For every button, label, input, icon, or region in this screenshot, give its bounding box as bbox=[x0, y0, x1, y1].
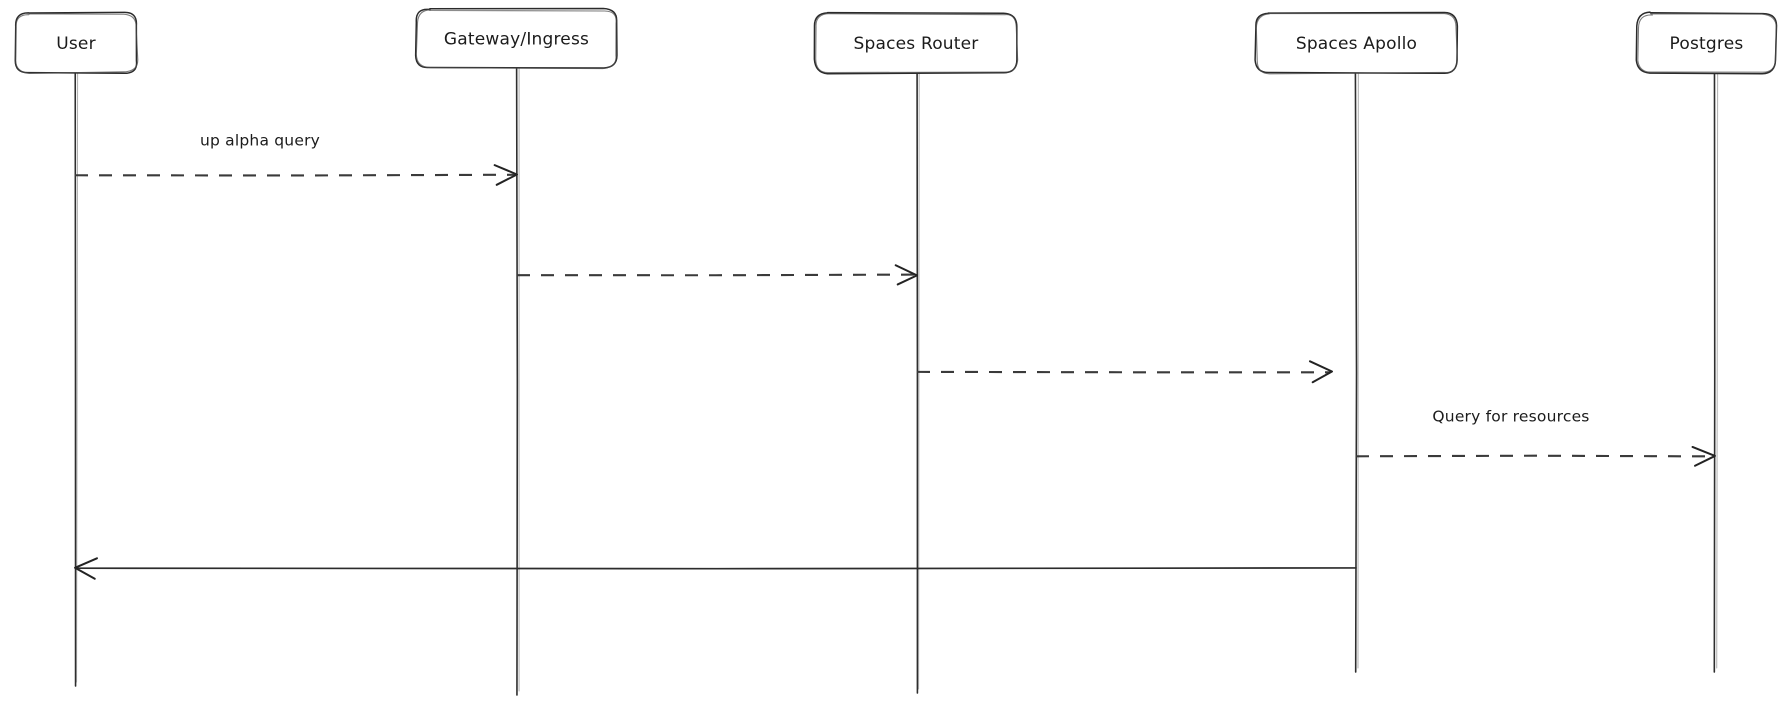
messages-layer bbox=[74, 164, 1716, 580]
lifeline-apollo bbox=[1354, 72, 1359, 673]
lifeline-sketch-echo bbox=[918, 72, 920, 690]
message-label: up alpha query bbox=[200, 132, 320, 150]
participant-label: Postgres bbox=[1670, 34, 1744, 54]
participant-label: Gateway/Ingress bbox=[444, 30, 589, 50]
message-label: Query for resources bbox=[1432, 408, 1589, 426]
participant-box-sketch-echo bbox=[415, 9, 617, 70]
participant-user[interactable]: User bbox=[14, 11, 139, 75]
lifeline-user bbox=[74, 72, 79, 687]
participant-box[interactable] bbox=[1635, 11, 1778, 75]
arrow-head-icon bbox=[493, 164, 518, 186]
message-m2[interactable] bbox=[516, 264, 918, 286]
lifeline-stroke bbox=[515, 67, 519, 696]
participant-gateway[interactable]: Gateway/Ingress bbox=[414, 7, 618, 70]
message-m1[interactable] bbox=[74, 164, 518, 186]
message-m5[interactable] bbox=[74, 557, 1357, 580]
lifeline-router bbox=[916, 72, 920, 694]
participant-router[interactable]: Spaces Router bbox=[813, 11, 1019, 75]
participant-label: Spaces Router bbox=[853, 34, 978, 54]
participant-postgres[interactable]: Postgres bbox=[1635, 11, 1778, 75]
message-m3[interactable] bbox=[916, 360, 1333, 384]
participant-box-sketch-echo bbox=[1637, 13, 1777, 73]
arrow-head-icon bbox=[1308, 360, 1333, 384]
arrow-head-icon bbox=[74, 557, 98, 580]
lifeline-sketch-echo bbox=[1716, 72, 1719, 669]
participant-box-sketch-echo bbox=[15, 13, 139, 75]
participant-label: Spaces Apollo bbox=[1296, 34, 1417, 54]
participant-label: User bbox=[56, 34, 96, 54]
message-line bbox=[1355, 454, 1714, 458]
lifeline-sketch-echo bbox=[76, 72, 79, 683]
message-line bbox=[516, 273, 916, 277]
message-line bbox=[76, 567, 1357, 570]
arrow-head-icon bbox=[894, 264, 918, 286]
participant-box-sketch-echo bbox=[815, 13, 1019, 74]
participant-apollo[interactable]: Spaces Apollo bbox=[1254, 11, 1459, 75]
participant-box-sketch-echo bbox=[1255, 13, 1458, 75]
message-line bbox=[74, 173, 516, 177]
participants-layer: User Gateway/Ingress Spaces Router Spaces A… bbox=[14, 7, 1778, 75]
lifeline-gateway bbox=[515, 67, 520, 696]
lifeline-postgres bbox=[1713, 72, 1719, 673]
lifeline-stroke bbox=[1354, 72, 1358, 673]
lifelines-layer bbox=[74, 67, 1719, 696]
message-m4[interactable] bbox=[1355, 445, 1716, 467]
arrow-head-icon bbox=[1691, 445, 1716, 467]
